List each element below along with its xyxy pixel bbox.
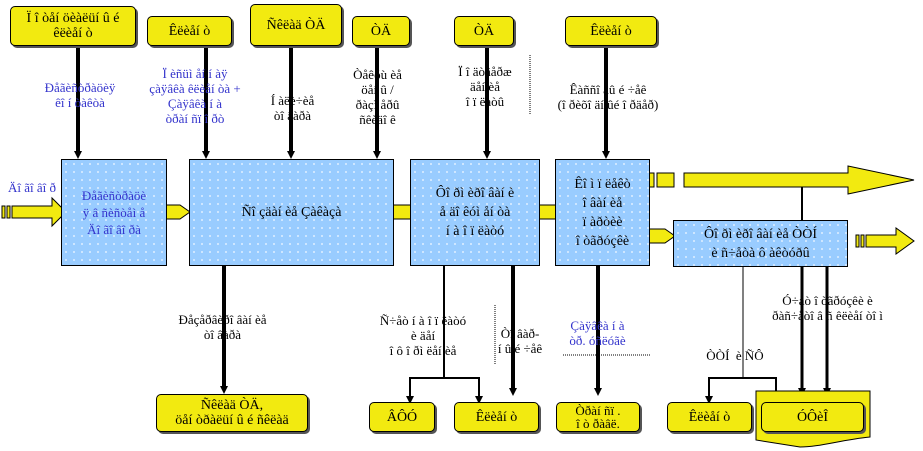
output-arrow-bottom	[855, 227, 915, 255]
label-transport-request: Çàÿâêà í à òð. óñëóãè	[569, 318, 626, 348]
source-client-2[interactable]: Êëèåí ò	[565, 16, 657, 46]
input-arrow	[1, 196, 67, 228]
label-contact-registration: Ðåãèñòðàöèÿ êî í òàêòà	[44, 80, 116, 110]
source-td-2[interactable]: ÒÄ	[454, 16, 514, 46]
label-goods-reservation: Ðåçåðâèðî âàí èå òî âàðà	[178, 312, 267, 342]
source-warehouse-td[interactable]: Ñêëàä ÒÄ	[250, 4, 342, 46]
label-shipment-accounting: Ó÷åò î òãðóçêè è ðàñ÷åòî â ñ êëèåí òî ì	[772, 293, 883, 323]
label-cash-receipt: Êàññî âû é ÷åê (î ðèõî äí ûé î ðäåð)	[557, 82, 659, 112]
source-td-1[interactable]: ÒÄ	[352, 16, 410, 46]
label-payment-confirm: Ï î äòâåðæ äåí èå î ï ëàòû	[458, 64, 512, 109]
label-contract: Äî ãî âî ð	[8, 180, 57, 195]
process-ttn-invoice[interactable]: Ôî ðì èðî âàí èå ÒÒÍ è ñ÷åòà ô àêòóðû	[673, 220, 848, 267]
label-client-request: Ï èñüì åí í àÿ çàÿâêà êëèåí òà + Çàÿâêà …	[149, 66, 241, 126]
source-potential-client[interactable]: Ï î òåí öèàëüí û é êëèåí ò	[10, 6, 136, 46]
source-client[interactable]: Êëèåí ò	[147, 16, 232, 46]
label-goods-availability: Í àëè÷èå òî âàðà	[270, 93, 315, 123]
process-payment-document[interactable]: Ôî ðì èðî âàí è å äî êóì åí òà í à î ï ë…	[410, 159, 540, 266]
sink-transport-dept[interactable]: Òðàí ñï . î ò ðàâë.	[556, 402, 640, 432]
sink-client[interactable]: Êëèåí ò	[454, 402, 539, 432]
label-goods-receipt: Òî âàð- í û é ÷åê	[497, 326, 543, 356]
process-order-creation[interactable]: Ñî çäàí èå Çàêàçà	[189, 159, 394, 266]
connector-split-branch	[409, 377, 480, 394]
sink-client-2[interactable]: Êëèåí ò	[667, 402, 752, 432]
process-contract-registration[interactable]: Ðåãèñòðàöè ÿ â ñèñòåì å Äî ãî âî ðà	[61, 159, 167, 266]
sink-ufio[interactable]: ÓÔèÎ	[761, 402, 864, 432]
sink-vfu[interactable]: ÂÔÓ	[369, 402, 435, 432]
label-ttn-sf: ÒÒÍ è ÑÔ	[706, 348, 764, 363]
label-prices-discounts: Òåêóù èå öåí û / ðàçì åðû ñêèäî ê	[353, 67, 402, 127]
output-arrow-top	[639, 165, 915, 195]
process-shipment-packing[interactable]: Êî ì ï ëåêò î âàí èå ï àðòèè î òãðóçêè	[555, 159, 650, 266]
sink-warehouse-central[interactable]: Ñêëàä ÒÄ, öåí òðàëüí û é ñêëàä	[156, 394, 308, 432]
label-invoice-payment: Ñ÷åò í à î ï ëàòó è äåí î ô î ðì ëåí èå	[379, 313, 467, 358]
